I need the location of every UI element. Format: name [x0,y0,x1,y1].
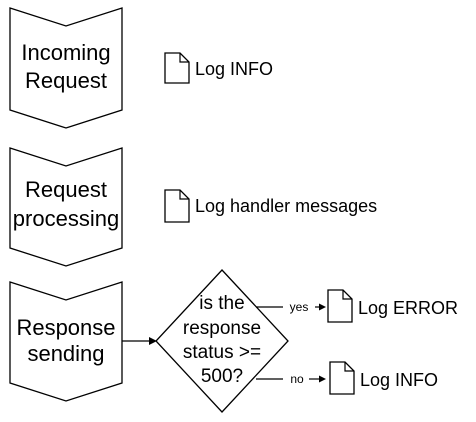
document-fold [179,190,189,200]
stage-label-line-1: Request [25,177,107,202]
log-item-handler-messages: Log handler messages [164,189,377,223]
stage-incoming-request: Incoming Request [9,7,123,129]
decision-line-4: 500? [201,366,243,387]
branch-label-yes: yes [290,300,309,314]
stage-label-line-1: Incoming [21,40,110,65]
chevron-shape [9,281,123,402]
log-label: Log ERROR [358,298,458,318]
log-label: Log INFO [195,59,273,79]
stage-label-line-2: Request [25,68,107,93]
log-label: Log INFO [360,370,438,390]
document-icon [327,289,353,323]
log-item-info-1: Log INFO [164,52,273,84]
branch-yes: yes Log ERROR [256,289,458,323]
branch-label-no: no [290,372,304,386]
document-fold [342,290,352,300]
arrowhead [149,337,157,345]
arrowhead [319,303,326,311]
decision-diamond: is the response status >= 500? [155,269,289,413]
decision-line-1: is the [199,293,244,314]
stage-request-processing: Request processing [9,147,123,267]
document-icon [164,189,190,223]
log-label: Log handler messages [195,196,377,216]
document-fold [344,362,354,372]
stage-label-line-1: Response [16,315,115,340]
arrowhead [319,375,326,383]
stage-response-sending: Response sending [9,281,123,402]
document-icon [329,361,355,395]
branch-no: no Log INFO [256,361,438,395]
chevron-shape [9,7,123,129]
connector-to-decision [122,337,157,345]
document-icon [164,52,190,84]
decision-line-2: response [183,318,261,339]
stage-label-line-2: sending [27,341,104,366]
chevron-shape [9,147,123,267]
decision-line-3: status >= [183,342,261,363]
stage-label-line-2: processing [13,206,119,231]
document-fold [179,53,189,63]
diamond-shape [155,269,289,413]
